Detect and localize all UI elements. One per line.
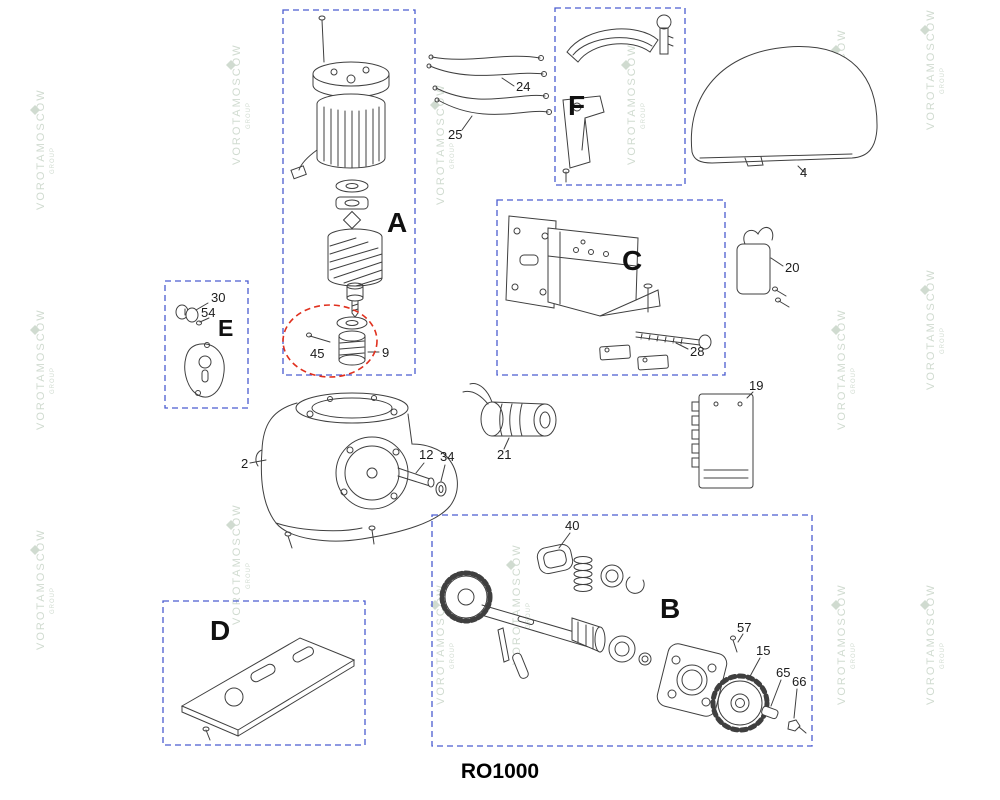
watermark-subtext: GROUP: [940, 642, 946, 669]
coil-drawing: [462, 383, 557, 450]
output-shaft-assembly-drawing: [439, 532, 807, 734]
watermark-subtext: GROUP: [940, 327, 946, 354]
limit-switch-bracket-drawing: [505, 215, 712, 371]
watermark-text: VOROTAMOSCOW: [626, 43, 638, 165]
part-45-label: 45: [310, 346, 324, 361]
labels: A B C D E F 24 25 4 20 28 19 30 54 9 45 …: [201, 79, 807, 783]
watermark-subtext: GROUP: [246, 562, 252, 589]
watermark-subtext: GROUP: [450, 142, 456, 169]
part-65-label: 65: [776, 665, 790, 680]
section-f-box: [554, 7, 686, 186]
watermark-subtext: GROUP: [641, 102, 647, 129]
section-d-label: D: [210, 615, 230, 646]
watermark-diamond-icon: [920, 600, 930, 610]
part-12-label: 12: [419, 447, 433, 462]
watermark-subtext: GROUP: [526, 602, 532, 629]
lock-escutcheon-drawing: [175, 302, 225, 398]
watermark-text: VOROTAMOSCOW: [435, 83, 447, 205]
section-b-label: B: [660, 593, 680, 624]
watermark-text: VOROTAMOSCOW: [35, 528, 47, 650]
watermark-subtext: GROUP: [50, 367, 56, 394]
watermark-text: VOROTAMOSCOW: [435, 583, 447, 705]
model-title: RO1000: [461, 760, 539, 783]
watermark-diamond-icon: [506, 560, 516, 570]
watermark-text: VOROTAMOSCOW: [836, 583, 848, 705]
part-19-label: 19: [749, 378, 763, 393]
watermark-diamond-icon: [621, 60, 631, 70]
watermark-subtext: GROUP: [450, 642, 456, 669]
watermark-subtext: GROUP: [940, 67, 946, 94]
gearbox-housing-drawing: [249, 392, 458, 549]
section-b-box: [431, 514, 813, 747]
part-54-label: 54: [201, 305, 215, 320]
part-21-label: 21: [497, 447, 511, 462]
section-c-box: [496, 199, 726, 376]
watermark-text: VOROTAMOSCOW: [231, 503, 243, 625]
control-module-drawing: [691, 391, 754, 489]
section-e-label: E: [218, 315, 233, 341]
part-20-label: 20: [785, 260, 799, 275]
part-28-label: 28: [690, 344, 704, 359]
wiring-drawing: [426, 54, 552, 131]
watermark-subtext: GROUP: [50, 587, 56, 614]
watermark-diamond-icon: [920, 25, 930, 35]
part-24-label: 24: [516, 79, 530, 94]
watermark-diamond-icon: [226, 60, 236, 70]
part-9-label: 9: [382, 345, 389, 360]
drawings: [175, 14, 878, 741]
watermark-subtext: GROUP: [50, 147, 56, 174]
base-plate-drawing: [180, 637, 356, 741]
watermark-diamond-icon: [30, 325, 40, 335]
watermark-text: VOROTAMOSCOW: [925, 583, 937, 705]
watermark-diamond-icon: [430, 100, 440, 110]
pin-45-drawing: [306, 332, 331, 343]
section-a-box: [282, 9, 416, 376]
part-4-label: 4: [800, 165, 807, 180]
watermark-diamond-icon: [30, 545, 40, 555]
watermark-subtext: GROUP: [246, 102, 252, 129]
watermark-text: VOROTAMOSCOW: [511, 543, 523, 665]
watermark-text: VOROTAMOSCOW: [35, 308, 47, 430]
part-25-label: 25: [448, 127, 462, 142]
watermark-text: VOROTAMOSCOW: [925, 268, 937, 390]
section-boxes: [162, 7, 813, 747]
part-34-label: 34: [440, 449, 454, 464]
watermark-subtext: GROUP: [851, 367, 857, 394]
section-a-label: A: [387, 207, 407, 238]
section-e-box: [164, 280, 249, 409]
watermark-text: VOROTAMOSCOW: [925, 8, 937, 130]
cover-drawing: [690, 46, 878, 173]
section-d-box: [162, 600, 366, 746]
watermark-diamond-icon: [226, 520, 236, 530]
part-66-label: 66: [792, 674, 806, 689]
part-40-label: 40: [565, 518, 579, 533]
watermark-text: VOROTAMOSCOW: [35, 88, 47, 210]
watermark-diamond-icon: [831, 600, 841, 610]
section-f-label: F: [568, 90, 585, 121]
watermark-diamond-icon: [30, 105, 40, 115]
bearing-spring-stack-drawing: [336, 316, 380, 366]
watermark-diamond-icon: [920, 285, 930, 295]
part-57-label: 57: [737, 620, 751, 635]
watermark-text: VOROTAMOSCOW: [836, 308, 848, 430]
part-2-label: 2: [241, 456, 248, 471]
watermark-text: VOROTAMOSCOW: [231, 43, 243, 165]
watermark-diamond-icon: [831, 325, 841, 335]
part-30-label: 30: [211, 290, 225, 305]
release-lever-drawing: [562, 14, 674, 183]
part-15-label: 15: [756, 643, 770, 658]
capacitor-drawing: [736, 226, 790, 308]
part-45-highlight-circle: [282, 304, 378, 378]
motor-assembly-drawing: [290, 15, 390, 318]
section-c-label: C: [622, 245, 642, 276]
watermark-subtext: GROUP: [851, 642, 857, 669]
